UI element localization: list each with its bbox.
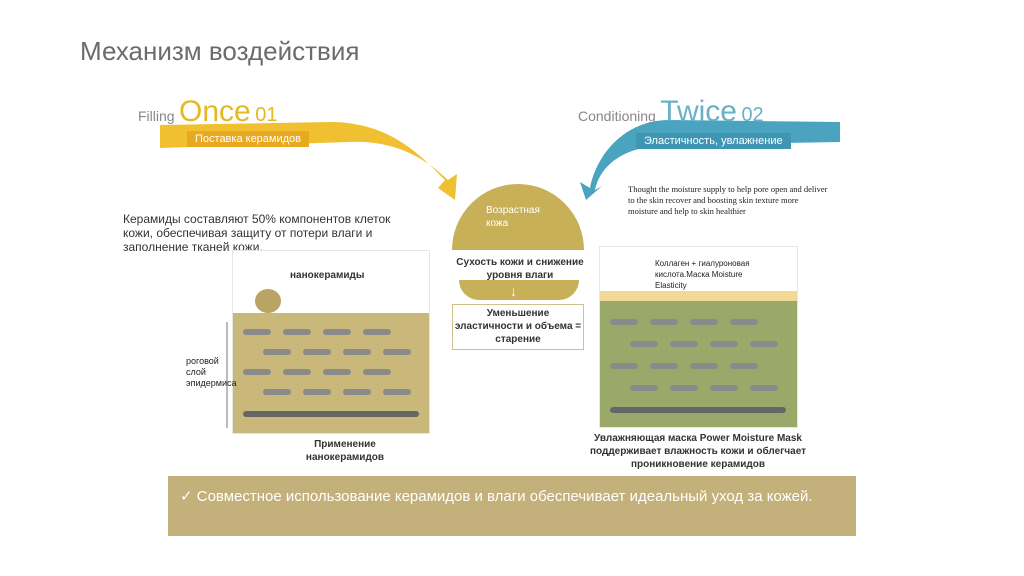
step1-word: Filling <box>138 108 175 124</box>
moisture-note: Thought the moisture supply to help pore… <box>628 184 828 217</box>
check-icon: ✓ <box>180 488 193 505</box>
left-caption: Применение нанокерамидов <box>290 438 400 464</box>
layer-label: роговой слой эпидермиса <box>186 356 230 389</box>
collagen-label: Коллаген + гиалуроновая кислота.Маска Mo… <box>655 258 775 291</box>
step2-word: Conditioning <box>578 108 656 124</box>
summary-text: ✓ Совместное использование керамидов и в… <box>180 488 840 506</box>
step1-heading: Filling Once 01 <box>138 95 277 129</box>
step1-band-label: Поставка керамидов <box>187 131 309 147</box>
circle-label: Возрастная кожа <box>486 204 556 230</box>
step2-number: 02 <box>741 104 763 126</box>
decrease-box: Уменьшение эластичности и объема = старе… <box>452 304 584 350</box>
page-title: Механизм воздействия <box>80 36 359 67</box>
step1-big: Once <box>179 95 251 128</box>
step2-big: Twice <box>660 95 737 128</box>
down-arrow-icon: ↓ <box>510 283 517 299</box>
nano-label: нанокерамиды <box>290 270 364 281</box>
step2-band-label: Эластичность, увлажнение <box>636 133 791 149</box>
ceramide-description: Керамиды составляют 50% компонентов клет… <box>123 212 413 254</box>
summary-label: Совместное использование керамидов и вла… <box>197 488 813 505</box>
right-caption: Увлажняющая маска Power Moisture Mask по… <box>582 432 814 471</box>
dryness-text: Сухость кожи и снижение уровня влаги <box>450 256 590 282</box>
lower-arc <box>459 280 579 300</box>
summary-bar <box>168 476 856 536</box>
step1-number: 01 <box>255 104 277 126</box>
step2-heading: Conditioning Twice 02 <box>578 95 764 129</box>
